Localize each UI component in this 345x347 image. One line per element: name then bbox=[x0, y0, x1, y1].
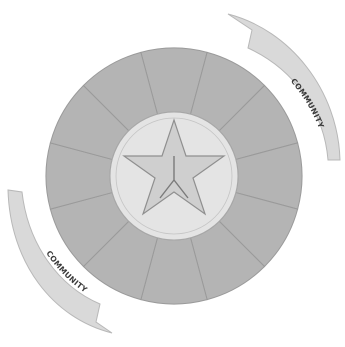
inner-ring-border bbox=[115, 117, 233, 235]
star-inner-lines bbox=[159, 156, 189, 199]
wheel-segments bbox=[45, 47, 303, 305]
community-arrow-top bbox=[227, 13, 341, 161]
community-arrow-bottom bbox=[7, 189, 113, 334]
